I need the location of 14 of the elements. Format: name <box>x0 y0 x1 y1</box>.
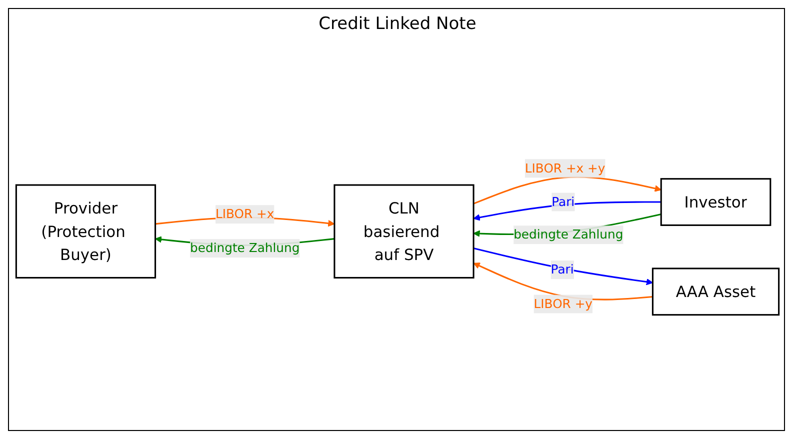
arrow <box>473 202 662 222</box>
edge-label: bedingte Zahlung <box>514 228 624 242</box>
edge-label: bedingte Zahlung <box>190 241 300 256</box>
edge-label: Pari <box>550 262 574 278</box>
edge-label: LIBOR +y <box>534 296 592 312</box>
node-box: Investor <box>660 178 772 226</box>
edge-label: Pari <box>552 194 575 210</box>
node-box: AAA Asset <box>652 268 780 316</box>
edge-label: LIBOR +x +y <box>524 161 606 176</box>
arrow <box>473 248 654 286</box>
edge-label: LIBOR +x <box>216 207 274 222</box>
node-box: CLN basierend auf SPV <box>334 184 474 279</box>
node-box: Provider (Protection Buyer) <box>15 184 156 279</box>
diagram-title: Credit Linked Note <box>318 14 476 34</box>
